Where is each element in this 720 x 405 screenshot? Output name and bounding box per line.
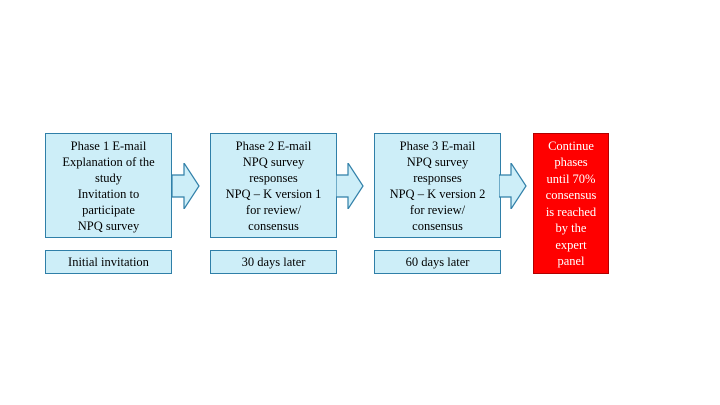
- phase-2-timing: 30 days later: [210, 250, 337, 274]
- phase-3-box: Phase 3 E-mail NPQ survey responses NPQ …: [374, 133, 501, 238]
- final-line-1: Continue: [548, 138, 594, 153]
- phase-1-line-4: Invitation to: [77, 186, 140, 201]
- phase-1-timing: Initial invitation: [45, 250, 172, 274]
- phase-2-line-4: NPQ – K version 1: [225, 186, 322, 201]
- final-line-3: until 70%: [546, 171, 596, 186]
- phase-1-line-6: NPQ survey: [77, 218, 140, 233]
- phase-2-line-6: consensus: [248, 218, 299, 233]
- phase-3-line-6: consensus: [412, 218, 463, 233]
- final-line-4: consensus: [545, 188, 597, 202]
- phase-3-line-1: Phase 3 E-mail: [399, 138, 476, 153]
- phase-2-line-1: Phase 2 E-mail: [235, 138, 312, 153]
- phase-1-line-1: Phase 1 E-mail: [70, 138, 147, 153]
- final-line-2: phases: [554, 155, 588, 169]
- phase-2-line-5: for review/: [245, 202, 302, 217]
- final-line-8: panel: [557, 254, 585, 268]
- phase-1-box: Phase 1 E-mail Explanation of the study …: [45, 133, 172, 238]
- arrow-right-icon: [172, 163, 200, 209]
- arrow-right-icon: [336, 163, 364, 209]
- phase-1-line-5: participate: [82, 202, 135, 217]
- phase-3-line-4: NPQ – K version 2: [389, 186, 486, 201]
- phase-3-line-5: for review/: [409, 202, 466, 217]
- final-continue-box: Continue phases until 70% consensus is r…: [533, 133, 609, 274]
- phase-2-line-2: NPQ survey: [242, 154, 305, 169]
- phase-2-box: Phase 2 E-mail NPQ survey responses NPQ …: [210, 133, 337, 238]
- phase-3-timing: 60 days later: [374, 250, 501, 274]
- phase-3-line-3: responses: [413, 170, 462, 185]
- arrow-right-icon: [499, 163, 527, 209]
- phase-1-line-2: Explanation of the: [62, 154, 155, 169]
- final-line-6: by the: [555, 221, 587, 235]
- phase-3-line-2: NPQ survey: [406, 154, 469, 169]
- phase-1-line-3: study: [94, 170, 123, 185]
- final-line-5: is reached: [545, 204, 597, 219]
- phase-2-line-3: responses: [249, 170, 298, 185]
- final-line-7: expert: [555, 237, 587, 252]
